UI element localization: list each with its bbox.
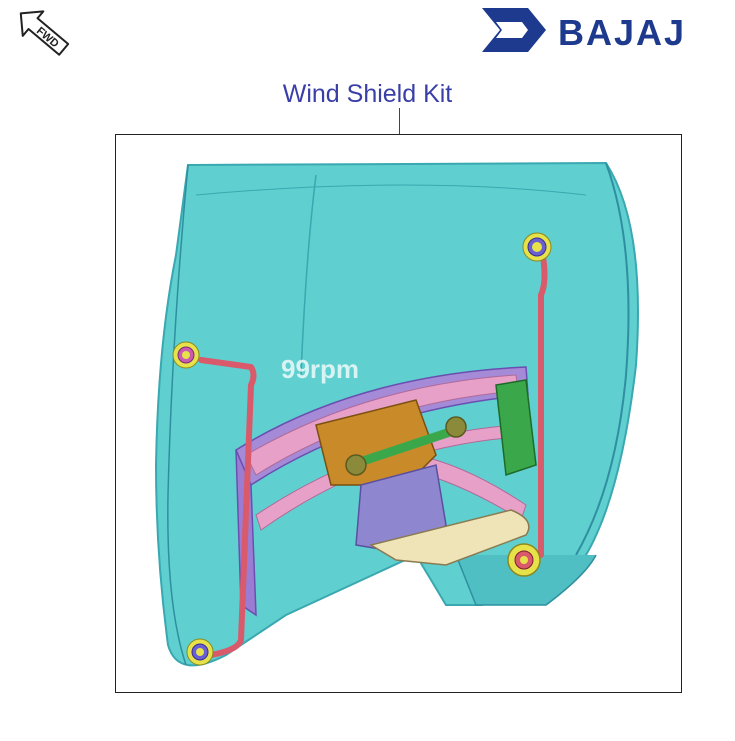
- grommet-left-upper: [172, 341, 200, 369]
- fwd-arrow-icon: FWD: [8, 6, 78, 58]
- windshield-kit-illustration: 99rpm: [154, 161, 639, 667]
- bracket-green: [495, 379, 537, 477]
- grommet-left-lower: [186, 638, 214, 666]
- windshield-edge-line: [575, 162, 630, 556]
- grommet-bottom-right: [507, 543, 541, 577]
- diagram-frame: 99rpm: [115, 134, 682, 693]
- frame-rod-left: [198, 357, 257, 658]
- diagram-title: Wind Shield Kit: [282, 80, 453, 108]
- brand-name: BAJAJ: [558, 12, 687, 53]
- brand-logo: BAJAJ: [478, 4, 730, 56]
- grommet-top-right: [522, 232, 552, 262]
- bajaj-emblem-icon: [482, 8, 546, 52]
- frame-rod-right: [538, 242, 548, 558]
- watermark-text: 99rpm: [281, 354, 359, 384]
- mounting-plate-cream: [369, 509, 530, 566]
- title-leader-line: [399, 108, 400, 135]
